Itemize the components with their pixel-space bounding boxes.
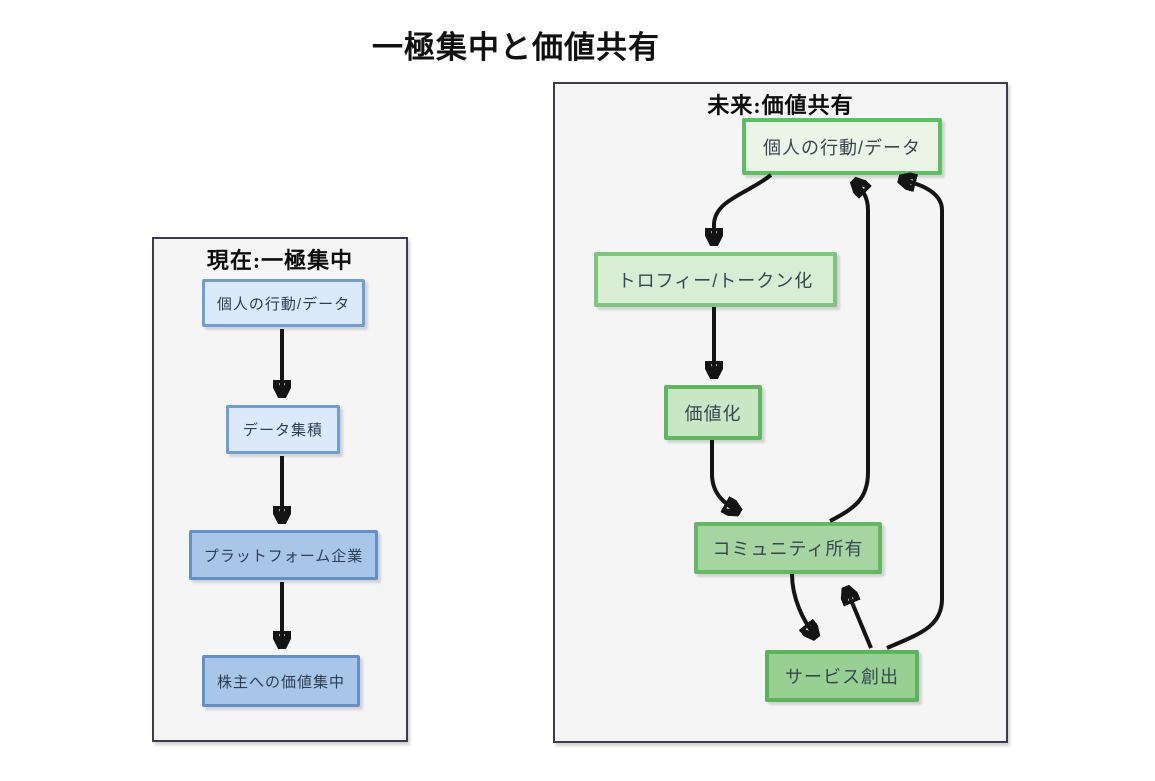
node-label: トロフィー/トークン化 — [617, 270, 814, 291]
node-current-shareholder-value: 株主への価値集中 — [202, 655, 360, 707]
node-label: 個人の行動/データ — [762, 137, 921, 158]
edge-service-to-personal — [886, 179, 944, 650]
node-label: サービス創出 — [785, 667, 899, 687]
node-future-valorization: 価値化 — [664, 385, 762, 440]
node-label: 株主への価値集中 — [216, 673, 345, 691]
panel-current: 現在:一極集中 個人の行動/データ データ集積 プラットフォーム企業 株主への価… — [152, 237, 408, 742]
node-current-personal-data: 個人の行動/データ — [202, 279, 365, 327]
node-future-trophy-tokenization: トロフィー/トークン化 — [594, 252, 837, 307]
node-label: 価値化 — [684, 403, 742, 424]
edge-personal-to-trophy — [714, 173, 773, 244]
node-future-service-creation: サービス創出 — [765, 650, 919, 702]
node-current-platform-company: プラットフォーム企業 — [189, 530, 378, 580]
node-label: コミュニティ所有 — [712, 539, 864, 559]
edge-community-to-service — [790, 573, 816, 637]
panel-future-title: 未来:価値共有 — [707, 93, 854, 118]
diagram-title: 一極集中と価値共有 — [372, 30, 660, 65]
node-label: 個人の行動/データ — [216, 295, 351, 313]
edge-service-to-community — [846, 588, 873, 649]
node-current-data-accumulation: データ集積 — [226, 405, 340, 454]
node-label: データ集積 — [242, 422, 323, 439]
node-future-personal-data: 個人の行動/データ — [742, 118, 942, 175]
panel-future: 未来:価値共有 個人の行動/データ トロフィー/トークン化 価値化 コミュニティ… — [553, 82, 1008, 743]
edge-community-to-personal — [829, 181, 868, 523]
edge-valorization-to-community — [710, 440, 739, 512]
panel-current-title: 現在:一極集中 — [206, 248, 354, 273]
flow-arrows-future — [555, 84, 944, 650]
node-future-community-ownership: コミュニティ所有 — [694, 522, 882, 574]
node-label: プラットフォーム企業 — [203, 547, 364, 565]
